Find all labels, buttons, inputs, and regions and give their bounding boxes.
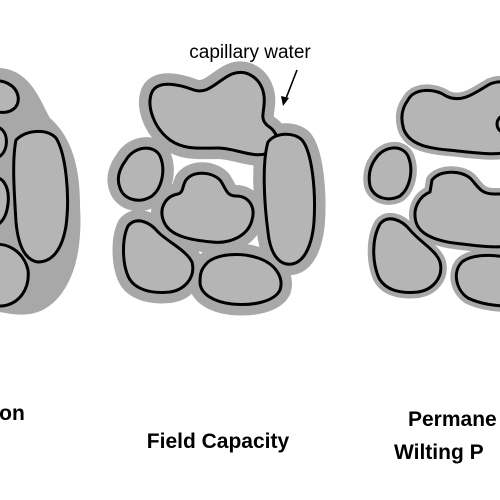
panel-label-wilting-line2: Wilting P [394,441,484,464]
panel-label-saturation: on [0,402,25,425]
soil-particle [116,146,165,202]
panel-wilting-point [363,75,500,312]
panel-label-field-capacity: Field Capacity [147,430,290,453]
capillary-water-arrow [281,69,298,106]
soil-particle [372,217,443,294]
soil-particle [413,170,500,249]
soil-particle [262,132,316,266]
soil-particle [495,115,500,133]
soil-particle [198,253,283,306]
soil-particle [160,171,255,244]
soil-particle [454,253,500,308]
panel-label-wilting-line1: Permane [408,408,497,431]
panel-field-capacity [107,61,326,316]
soil-particle [0,243,30,308]
soil-particle [367,146,413,201]
soil-particle [0,79,20,114]
soil-particle [148,71,279,157]
soil-particle [0,126,8,158]
capillary-water-label: capillary water [189,42,311,63]
soil-particle [0,177,10,225]
panel-saturation [0,68,81,315]
soil-particle [122,219,195,294]
soil-particle [12,130,69,264]
soil-particle [400,80,500,156]
